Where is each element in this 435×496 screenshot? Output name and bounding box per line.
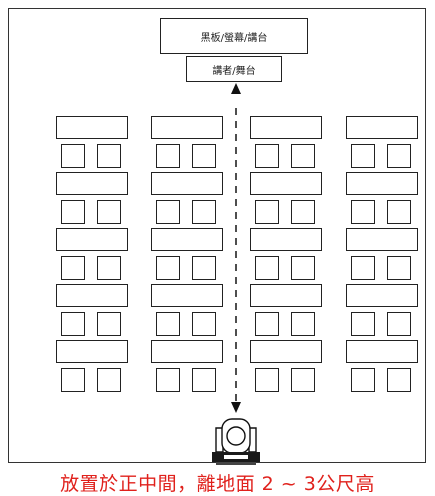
ptz-camera-icon <box>212 418 260 465</box>
chair <box>61 200 85 224</box>
desk <box>151 172 223 195</box>
chair <box>192 200 216 224</box>
desk <box>56 228 128 251</box>
arrow-down-icon <box>231 402 241 413</box>
chair <box>291 200 315 224</box>
chair <box>156 144 180 168</box>
chair <box>351 368 375 392</box>
board-box: 黑板/螢幕/講台 <box>160 18 308 54</box>
desk <box>56 116 128 139</box>
chair <box>192 256 216 280</box>
chair <box>255 312 279 336</box>
desk <box>56 340 128 363</box>
chair <box>255 200 279 224</box>
chair <box>351 144 375 168</box>
desk <box>346 284 418 307</box>
chair <box>351 200 375 224</box>
chair <box>61 312 85 336</box>
desk <box>151 116 223 139</box>
chair <box>97 144 121 168</box>
chair <box>192 312 216 336</box>
arrow-up-icon <box>231 83 241 94</box>
desk <box>346 228 418 251</box>
desk <box>250 340 322 363</box>
chair <box>61 144 85 168</box>
chair <box>387 312 411 336</box>
chair <box>387 200 411 224</box>
board-label: 黑板/螢幕/講台 <box>200 32 268 44</box>
chair <box>291 368 315 392</box>
desk <box>56 284 128 307</box>
chair <box>387 368 411 392</box>
chair <box>351 256 375 280</box>
chair <box>156 368 180 392</box>
desk <box>250 284 322 307</box>
chair <box>192 368 216 392</box>
chair <box>156 200 180 224</box>
chair <box>156 312 180 336</box>
desk <box>151 228 223 251</box>
desk <box>346 116 418 139</box>
desk <box>250 172 322 195</box>
chair <box>255 256 279 280</box>
chair <box>61 368 85 392</box>
chair <box>97 200 121 224</box>
desk <box>346 172 418 195</box>
caption: 放置於正中間，離地面 2 ~ 3公尺高 <box>60 473 375 495</box>
chair <box>156 256 180 280</box>
desk <box>250 228 322 251</box>
desk <box>346 340 418 363</box>
chair <box>387 144 411 168</box>
desk <box>250 116 322 139</box>
desk <box>151 284 223 307</box>
chair <box>97 368 121 392</box>
chair <box>255 144 279 168</box>
chair <box>291 256 315 280</box>
podium-label: 講者/舞台 <box>212 65 256 77</box>
chair <box>291 144 315 168</box>
chair <box>255 368 279 392</box>
desk <box>151 340 223 363</box>
chair <box>97 256 121 280</box>
podium-box: 講者/舞台 <box>186 56 282 82</box>
chair <box>192 144 216 168</box>
chair <box>97 312 121 336</box>
desk <box>56 172 128 195</box>
chair <box>61 256 85 280</box>
chair <box>387 256 411 280</box>
chair <box>291 312 315 336</box>
chair <box>351 312 375 336</box>
